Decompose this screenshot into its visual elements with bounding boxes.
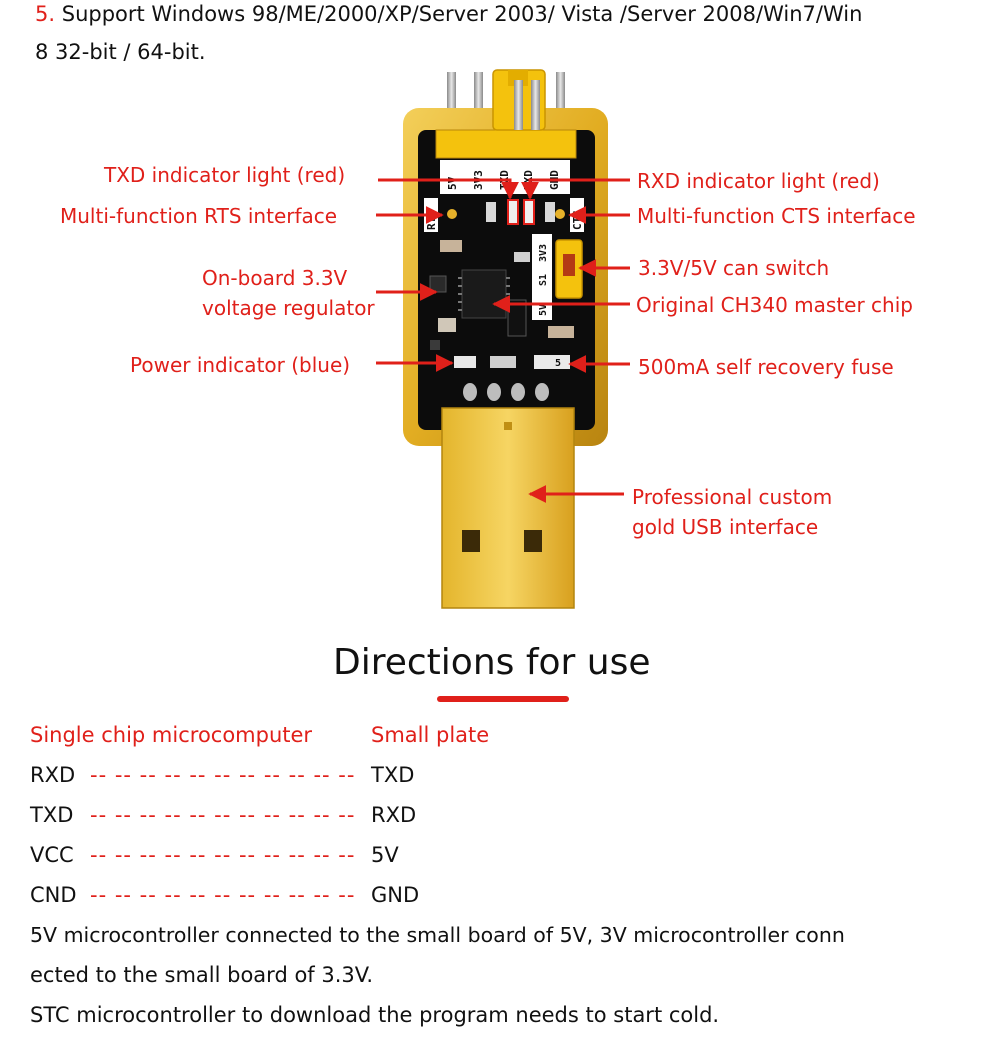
intro-line-1: 5. Support Windows 98/ME/2000/XP/Server … bbox=[35, 2, 862, 26]
rts-pad bbox=[447, 209, 457, 219]
label-regulator-1: On-board 3.3V bbox=[202, 266, 348, 290]
label-chip: Original CH340 master chip bbox=[636, 293, 913, 317]
rxd-led bbox=[523, 199, 535, 225]
silk-cts: CTS bbox=[571, 210, 584, 230]
txd-led bbox=[507, 199, 519, 225]
silk-jumper-3v3: 3V3 bbox=[538, 244, 549, 262]
direction-row-1-right: TXD bbox=[371, 763, 415, 787]
label-usb-1: Professional custom bbox=[632, 485, 833, 509]
header-left: Single chip microcomputer bbox=[30, 723, 313, 747]
directions-title: Directions for use bbox=[333, 642, 651, 683]
direction-row-4-dashes: -- -- -- -- -- -- -- -- -- -- -- bbox=[90, 883, 356, 907]
label-regulator-2: voltage regulator bbox=[202, 296, 375, 320]
direction-row-1-left: RXD bbox=[30, 763, 76, 787]
label-switch: 3.3V/5V can switch bbox=[638, 256, 830, 280]
header-pins bbox=[447, 72, 565, 134]
fuse bbox=[534, 355, 570, 369]
label-txd-light: TXD indicator light (red) bbox=[104, 163, 346, 187]
direction-row-3-dashes: -- -- -- -- -- -- -- -- -- -- -- bbox=[90, 843, 356, 867]
direction-row-2-right: RXD bbox=[371, 803, 417, 827]
silk-jumper-5v: 5V bbox=[538, 304, 549, 316]
label-cts: Multi-function CTS interface bbox=[637, 204, 916, 228]
silk-jumper-s1: S1 bbox=[538, 274, 549, 286]
pin-label-5v: 5V bbox=[446, 176, 459, 190]
silk-fuse: 5 bbox=[555, 358, 561, 369]
header-right: Small plate bbox=[371, 723, 490, 747]
label-fuse: 500mA self recovery fuse bbox=[638, 355, 894, 379]
power-led bbox=[454, 356, 476, 368]
note-line-1: 5V microcontroller connected to the smal… bbox=[30, 923, 845, 947]
note-line-2: ected to the small board of 3.3V. bbox=[30, 963, 374, 987]
cts-pad bbox=[555, 209, 565, 219]
label-power-light: Power indicator (blue) bbox=[130, 353, 351, 377]
header-base bbox=[435, 129, 577, 159]
arrow-rxd-light bbox=[521, 178, 630, 200]
arrow-txd-light bbox=[378, 178, 519, 200]
direction-row-1-dashes: -- -- -- -- -- -- -- -- -- -- -- bbox=[90, 763, 356, 787]
direction-row-2-dashes: -- -- -- -- -- -- -- -- -- -- -- bbox=[90, 803, 356, 827]
direction-row-4-right: GND bbox=[371, 883, 420, 907]
product-figure: 5V 3V3 TXD RXD GND RTS CTS 3V3 S1 5V bbox=[376, 69, 630, 609]
intro-text: Support Windows 98/ME/2000/XP/Server 200… bbox=[61, 2, 863, 26]
usb-connector bbox=[441, 407, 575, 609]
direction-row-3-right: 5V bbox=[371, 843, 399, 867]
label-rxd-light: RXD indicator light (red) bbox=[637, 169, 880, 193]
intro-line-2: 8 32-bit / 64-bit. bbox=[35, 40, 206, 64]
direction-row-3-left: VCC bbox=[30, 843, 74, 867]
direction-row-2-left: TXD bbox=[30, 803, 74, 827]
intro-number: 5. bbox=[35, 2, 56, 26]
label-usb-2: gold USB interface bbox=[632, 515, 819, 539]
note-line-3: STC microcontroller to download the prog… bbox=[30, 1003, 720, 1027]
direction-row-4-left: CND bbox=[30, 883, 77, 907]
label-rts: Multi-function RTS interface bbox=[60, 204, 338, 228]
ch340-chip bbox=[461, 269, 507, 319]
title-underline bbox=[437, 696, 569, 702]
silk-rts: RTS bbox=[425, 210, 438, 230]
